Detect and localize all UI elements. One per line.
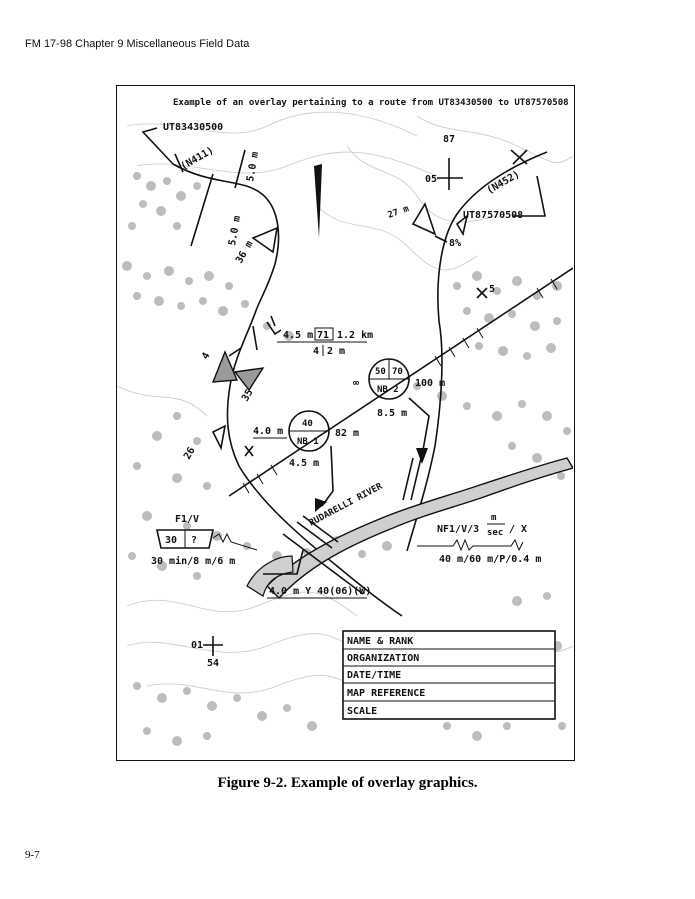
ford-left-connector — [212, 532, 258, 551]
route-line-segment — [172, 163, 280, 309]
grade-arrow — [434, 235, 448, 243]
ford-right-frac-bottom: sec — [487, 528, 503, 538]
page-number: 9-7 — [25, 849, 40, 861]
obstacle-mark — [476, 287, 488, 299]
ford-right-connector — [417, 538, 524, 552]
river-bridge — [302, 515, 339, 543]
ford-left-code: F1/V — [175, 514, 199, 525]
slope-27-label: 27 m — [387, 204, 411, 221]
slope-triangle — [411, 202, 437, 236]
end-leader-line — [513, 175, 546, 217]
obstacle-mark — [244, 445, 254, 457]
running-header: FM 17-98 Chapter 9 Miscellaneous Field D… — [25, 38, 250, 50]
grid-05-label: 05 — [425, 174, 437, 185]
ferry-line — [282, 533, 364, 595]
end-arrow-icon — [455, 213, 469, 237]
bridge-2-class-right: 70 — [392, 367, 403, 377]
hatched-triangle — [211, 350, 239, 383]
angle-4-label: 4 — [200, 351, 213, 362]
route-line-segment — [406, 151, 548, 552]
bridge-1-arrow-icon — [315, 498, 327, 512]
tunnel-length-label: 1.2 km — [337, 330, 373, 341]
n411-label: (N411) — [179, 145, 216, 173]
river-area — [246, 555, 294, 597]
bridge-1-clearance: 4.5 m — [289, 458, 319, 469]
railroad-line — [228, 267, 573, 497]
tunnel-class-box — [314, 327, 334, 341]
bridge-1-width: 4.0 m — [253, 426, 283, 437]
ford-left-note: 30 min/8 m/6 m — [151, 555, 235, 567]
bridge-1-length: 82 m — [335, 428, 359, 439]
tunnel-class-label: 71 — [317, 330, 329, 341]
tunnel-height-label: 4.5 m — [283, 330, 313, 341]
obstacle-5-label: 5 — [489, 284, 495, 295]
bridge-2-length: 100 m — [415, 378, 445, 389]
hatched-triangle — [233, 367, 265, 392]
tunnel-symbol — [228, 315, 282, 357]
slope-triangle — [211, 424, 227, 451]
title-block-row: NAME & RANK — [347, 636, 413, 647]
overlay-title: Example of an overlay pertaining to a ro… — [173, 97, 569, 108]
bridge-2-clearance: 8.5 m — [377, 408, 407, 419]
bridge-1-leader — [321, 445, 334, 507]
ford-left-box — [156, 529, 214, 549]
slope-triangle — [251, 226, 279, 254]
title-block-row: ORGANIZATION — [347, 653, 419, 664]
figure-caption: Figure 9-2. Example of overlay graphics. — [217, 775, 478, 791]
contour-lines — [117, 111, 573, 702]
ferry-leader — [263, 549, 304, 575]
bridge-1-class: 40 — [302, 419, 313, 429]
grade-label: 8% — [449, 238, 461, 249]
ford-left-a: 30 — [165, 535, 177, 546]
ford-right-code: NF1/V/3 — [437, 524, 479, 535]
ford-right-frac-top: m — [491, 513, 497, 523]
width-marker — [190, 173, 214, 247]
tunnel-width-label: 2 m — [327, 346, 345, 357]
tunnel-d-label: 4 — [313, 346, 319, 357]
river-bridge — [296, 521, 333, 549]
title-block-row: DATE/TIME — [347, 670, 401, 681]
ford-right-note: 40 m/60 m/P/0.4 m — [439, 554, 541, 565]
title-block-row: MAP REFERENCE — [347, 688, 425, 699]
ford-right-tail: / X — [509, 524, 527, 535]
bridge-2-leader — [408, 397, 430, 457]
bridge-2-arrow-icon — [416, 448, 428, 464]
route-line-segment — [226, 307, 403, 617]
angle-35-label: 35 — [240, 388, 256, 404]
river-bridge — [402, 457, 414, 501]
start-grid-label: UT83430500 — [163, 122, 223, 133]
bridge-1-id: NB 1 — [297, 437, 319, 447]
overlay-figure: Example of an overlay pertaining to a ro… — [116, 85, 575, 761]
width-label-top: 5.0 m — [245, 151, 261, 183]
title-block: NAME & RANK ORGANIZATION DATE/TIME MAP R… — [342, 630, 556, 720]
title-block-row: SCALE — [347, 706, 377, 717]
grid-54-label: 54 — [207, 658, 219, 669]
start-leader-line — [141, 127, 174, 165]
river-bridge — [410, 457, 422, 501]
north-arrow-icon — [314, 164, 322, 238]
end-grid-label: UT87570508 — [463, 210, 523, 221]
width-marker — [234, 149, 246, 189]
angle-26-label: 26 — [182, 446, 198, 462]
overlay-graphic: Example of an overlay pertaining to a ro… — [117, 97, 573, 746]
width-label-left: 5.0 m — [227, 215, 243, 247]
grid-87-label: 87 — [443, 134, 455, 145]
grid-01-label: 01 — [191, 640, 203, 651]
ford-left-b: ? — [191, 535, 197, 546]
infinity-symbol: ∞ — [353, 378, 359, 389]
river-area — [266, 457, 573, 600]
bridge-2-id: NB 2 — [377, 385, 399, 395]
bridge-2-class-left: 50 — [375, 367, 386, 377]
ferry-note: 4.0 m Y 40(06)(W) — [269, 586, 371, 597]
end-point-mark — [512, 149, 528, 165]
